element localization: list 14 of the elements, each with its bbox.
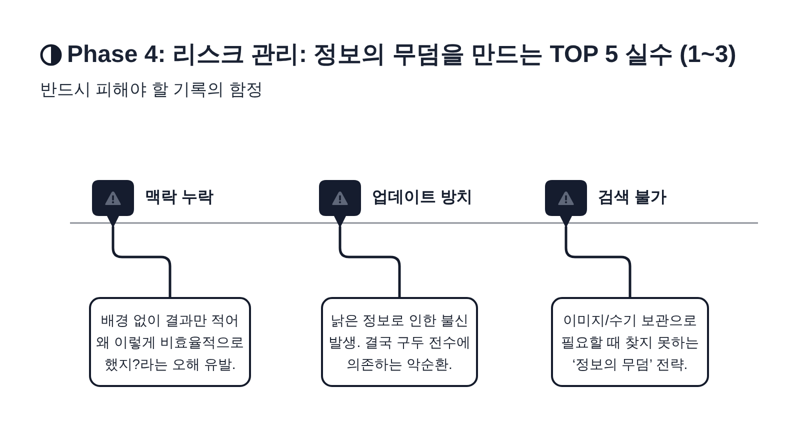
step-heading: 맥락 누락 xyxy=(145,188,214,208)
note-card xyxy=(321,297,478,387)
subtitle: 반드시 피해야 할 기록의 함정 xyxy=(40,79,263,101)
connector-line xyxy=(338,226,401,298)
note-card xyxy=(551,297,709,387)
connector-line xyxy=(112,226,172,298)
step-heading: 검색 불가 xyxy=(598,188,666,208)
title: Phase 4: 리스크 관리: 정보의 무덤을 만드는 TOP 5 실수 (1~3) xyxy=(67,40,736,70)
step-heading: 업데이트 방치 xyxy=(372,188,472,208)
description-text: 배경 없이 결과만 적어 왜 이렇게 비효율적으로 했지?라는 오해 유발. xyxy=(95,311,245,374)
connector-line xyxy=(564,226,632,298)
description-text: 이미지/수기 보관으로 필요할 때 찾지 못하는 ‘정보의 무덤’ 전략. xyxy=(560,311,700,374)
note-card xyxy=(89,297,251,387)
description-text: 낡은 정보로 인한 불신 발생. 결국 구두 전수에 의존하는 악순환. xyxy=(328,311,472,374)
